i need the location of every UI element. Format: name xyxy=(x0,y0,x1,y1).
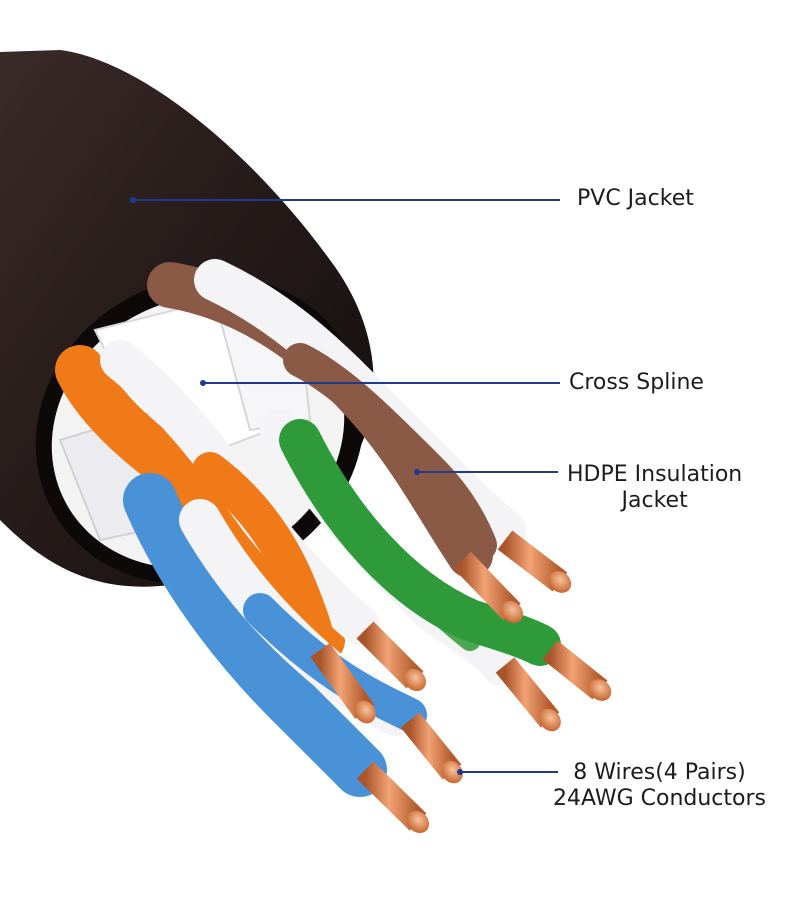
label-wires-line2: 24AWG Conductors xyxy=(553,786,766,811)
label-hdpe-line1: HDPE Insulation xyxy=(567,462,743,487)
label-hdpe-insulation: HDPE Insulation Jacket xyxy=(567,462,742,514)
wire-pair-orange xyxy=(55,340,380,665)
label-wires-line1: 8 Wires(4 Pairs) xyxy=(573,760,746,785)
label-pvc-jacket-text: PVC Jacket xyxy=(577,186,694,211)
conductor-1 xyxy=(453,551,524,624)
callout-lines xyxy=(130,197,560,775)
conductor-6 xyxy=(356,621,427,692)
callout-dot-spline xyxy=(200,380,206,386)
label-hdpe-line2: Jacket xyxy=(621,488,688,513)
callout-dot-pvc xyxy=(130,197,136,203)
conductor-8 xyxy=(356,761,430,834)
copper-conductors xyxy=(310,530,612,834)
callout-dot-wires xyxy=(457,769,463,775)
wire-pair-green xyxy=(260,410,561,685)
conductor-7 xyxy=(400,712,463,784)
conductor-2 xyxy=(497,530,572,593)
conductor-4 xyxy=(542,640,612,701)
label-cross-spline-text: Cross Spline xyxy=(569,370,704,395)
label-wires-conductors: 8 Wires(4 Pairs) 24AWG Conductors xyxy=(553,760,766,812)
callout-dot-hdpe xyxy=(414,469,420,475)
label-cross-spline: Cross Spline xyxy=(569,370,704,396)
label-pvc-jacket: PVC Jacket xyxy=(577,186,694,212)
conductor-3 xyxy=(495,657,561,732)
wire-pair-brown xyxy=(147,259,526,578)
conductor-5 xyxy=(310,642,376,724)
